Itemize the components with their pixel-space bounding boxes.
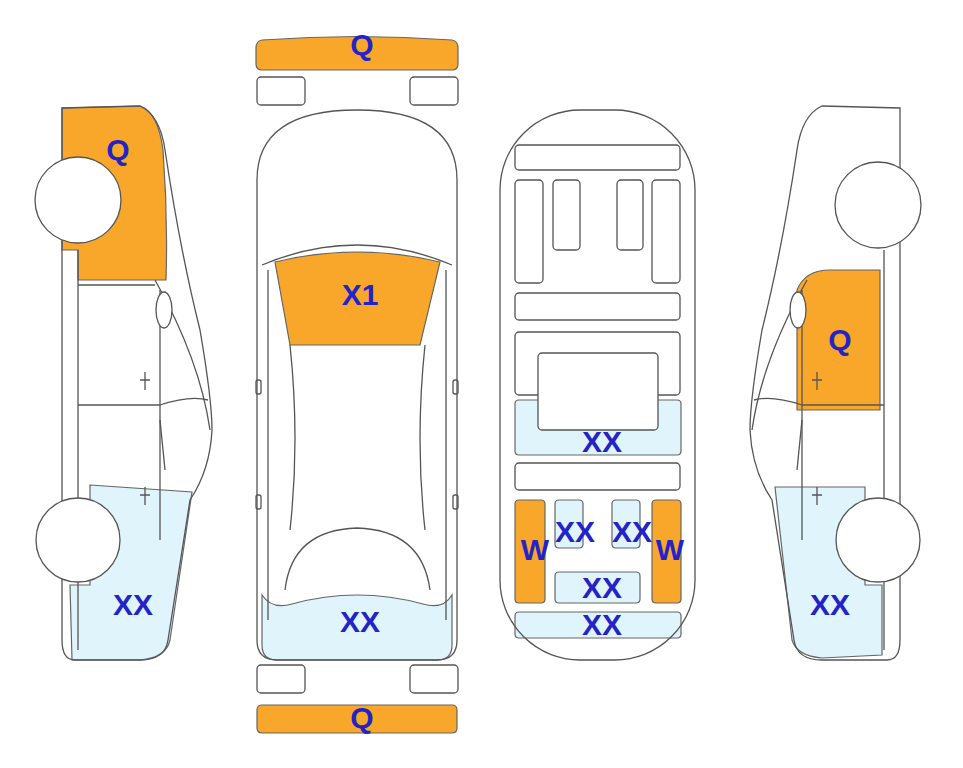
damage-code: XX [810, 590, 850, 620]
damage-code: XX [340, 607, 380, 637]
rear-small-region: XX [611, 499, 641, 549]
left-front-region: Q [60, 104, 170, 284]
damage-code: XX [582, 427, 622, 457]
underbody-region: XX [514, 399, 682, 456]
left-rear-region: XX [68, 483, 194, 662]
damage-code: Q [350, 30, 373, 60]
damage-code: X1 [342, 280, 379, 310]
region-shape [772, 483, 884, 660]
rear-rail-region: W [651, 499, 682, 604]
damage-code: XX [612, 517, 652, 547]
rear-floor-region: XX [554, 571, 641, 604]
rear-small-region: XX [554, 499, 584, 549]
damage-code: XX [582, 573, 622, 603]
rear-top-region: XX [260, 585, 454, 662]
damage-code: XX [582, 610, 622, 640]
damage-code: XX [555, 517, 595, 547]
rear-rail-region: W [514, 499, 546, 604]
damage-code: Q [828, 325, 851, 355]
right-door-region: Q [794, 268, 882, 412]
damage-code: Q [350, 703, 373, 733]
damage-code: W [521, 535, 549, 565]
right-rear-region: XX [772, 483, 884, 660]
rear-panel-region: XX [514, 611, 682, 639]
region-shape [68, 483, 194, 662]
region-shape [60, 104, 170, 284]
windshield-region: X1 [272, 245, 444, 347]
damage-code: Q [106, 135, 129, 165]
front-bumper-region: Q [254, 30, 460, 73]
damage-code: XX [113, 590, 153, 620]
damage-code: W [656, 535, 684, 565]
rear-bumper-region: Q [255, 703, 459, 735]
